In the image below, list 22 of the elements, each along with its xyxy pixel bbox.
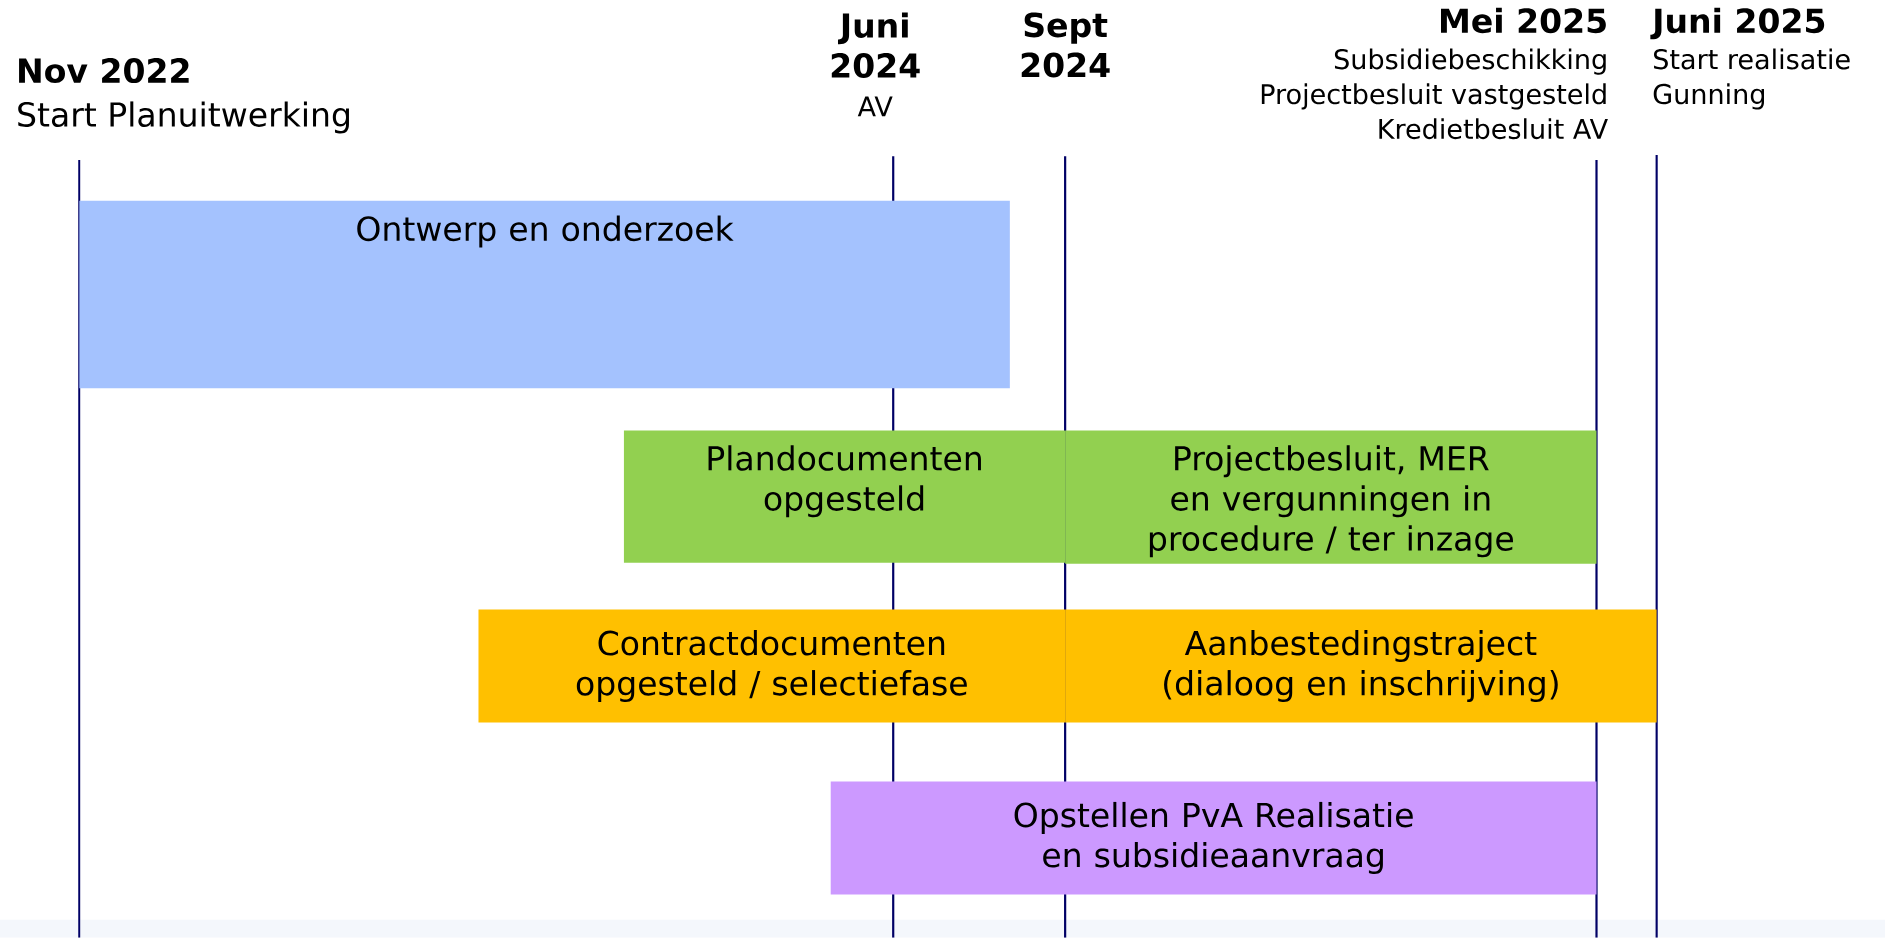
milestone-date: Juni 2024 — [831, 12, 920, 79]
node-label: Contractdocumenten opgesteld / selectiefase — [576, 630, 967, 703]
node-label: Aanbestedingstraject (dialoog en inschrijving) — [1164, 630, 1558, 703]
milestone-note: Subsidiebeschikking — [1334, 48, 1606, 75]
node-label: Plandocumenten opgesteld — [708, 445, 981, 518]
milestone-note: AV — [857, 96, 893, 117]
milestone-date: Nov 2022 — [19, 58, 189, 84]
milestone-note: Projectbesluit vastgesteld — [1261, 83, 1606, 110]
phase-bar: Contractdocumenten opgesteld / selectiefase — [478, 609, 1066, 723]
milestone-note: Start realisatie — [1654, 48, 1850, 70]
phase-bar: Ontwerp en onderzoek — [79, 200, 1010, 389]
milestone-note: Start Planuitwerking — [18, 101, 349, 134]
milestone-note: Gunning — [1653, 83, 1764, 110]
phase-bar: Aanbestedingstraject (dialoog en inschrijving) — [1065, 609, 1657, 723]
phase-bar: Projectbesluit, MER en vergunningen in procedure / ter inzage — [1065, 430, 1597, 564]
node-label: Projectbesluit, MER en vergunningen in procedure / ter inzage — [1149, 445, 1513, 558]
milestone-date: Mei 2025 — [1441, 7, 1606, 34]
milestone-note: Kredietbesluit AV — [1379, 118, 1608, 140]
phase-bar: Plandocumenten opgesteld — [623, 430, 1066, 563]
phase-bar: Opstellen PvA Realisatie en subsidieaanvraag — [830, 781, 1597, 895]
milestone-date: Juni 2025 — [1650, 7, 1825, 40]
milestone-date: Sept 2024 — [1021, 12, 1110, 78]
